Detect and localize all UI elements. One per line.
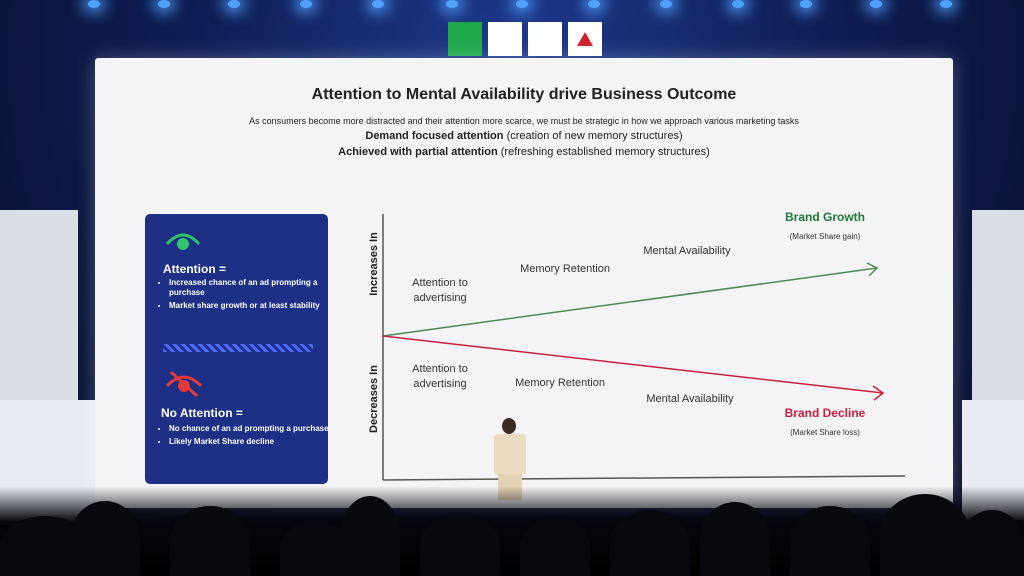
- down-step-memory: Memory Retention: [515, 377, 605, 389]
- up-step-memory: Memory Retention: [520, 263, 610, 275]
- audience-head: [880, 494, 970, 576]
- y-label-increases: Increases In: [368, 232, 380, 296]
- stage-light: [372, 0, 384, 8]
- stage-light: [588, 0, 600, 8]
- brand-decline-title: Brand Decline: [784, 406, 866, 420]
- kbank-logo: [448, 22, 482, 56]
- speaker-head: [502, 418, 516, 434]
- stage-light: [300, 0, 312, 8]
- no-attention-points: No chance of an ad prompting a purchase …: [155, 424, 328, 450]
- stage-light: [870, 0, 882, 8]
- slide-line-demand: Demand focused attention (creation of ne…: [95, 130, 953, 142]
- audience-head: [960, 510, 1024, 576]
- demand-rest: (creation of new memory structures): [506, 130, 683, 142]
- attention-points: Increased chance of an ad prompting a pu…: [155, 278, 328, 314]
- stage-light: [660, 0, 672, 8]
- diagram-lines: [382, 214, 906, 481]
- brand-growth: Brand Growth (Market Share gain): [765, 210, 885, 244]
- audience-head: [790, 506, 870, 576]
- eye-slash-icon: [165, 370, 203, 398]
- eye-icon: [165, 233, 201, 250]
- growth-arrowhead: [866, 262, 879, 277]
- x-axis-line: [382, 475, 906, 481]
- stage-light: [732, 0, 744, 8]
- audience-head: [520, 518, 590, 576]
- speaker-jacket: [494, 434, 526, 474]
- audience-head: [280, 521, 350, 576]
- central-pattana-logo: [488, 22, 522, 56]
- brand-growth-note: (Market Share gain): [789, 232, 861, 241]
- side-panel-right: [972, 210, 1024, 410]
- no-attention-title: No Attention =: [161, 406, 243, 420]
- stage-light: [940, 0, 952, 8]
- slide-line-achieved: Achieved with partial attention (refresh…: [95, 146, 953, 158]
- sponsor-logos: [448, 22, 602, 56]
- y-label-decreases: Decreases In: [368, 365, 380, 433]
- brand-decline-note: (Market Share loss): [790, 428, 860, 437]
- achieved-rest: (refreshing established memory structure…: [500, 146, 710, 158]
- achieved-bold: Achieved with partial attention: [338, 146, 498, 158]
- down-step-attention: Attention to advertising: [412, 363, 468, 390]
- audience-head: [170, 506, 250, 576]
- stage-light: [446, 0, 458, 8]
- audience-head: [420, 514, 500, 576]
- gc-logo: [528, 22, 562, 56]
- stage-light: [88, 0, 100, 8]
- presentation-screen: Attention to Mental Availability drive B…: [95, 58, 953, 508]
- audience-head: [340, 496, 400, 576]
- attention-point: Increased chance of an ad prompting a pu…: [169, 278, 328, 298]
- brand-growth-title: Brand Growth: [785, 210, 865, 224]
- slide-title: Attention to Mental Availability drive B…: [311, 86, 737, 103]
- up-step-mental: Mental Availability: [643, 245, 731, 257]
- no-attention-point: Likely Market Share decline: [169, 437, 328, 447]
- demand-bold: Demand focused attention: [365, 130, 504, 142]
- hatch-divider: [163, 344, 313, 352]
- stage-light: [158, 0, 170, 8]
- stage-light: [800, 0, 812, 8]
- up-step-attention: Attention to advertising: [412, 277, 468, 304]
- audience-head: [700, 502, 770, 576]
- side-panel-left: [0, 210, 78, 410]
- audience-head: [610, 510, 690, 576]
- stage-light: [228, 0, 240, 8]
- decline-arrowhead: [872, 385, 885, 401]
- down-step-mental: Mental Availability: [646, 393, 734, 405]
- growth-arrow: [382, 267, 878, 337]
- audience-crowd: [0, 486, 1024, 576]
- bafs-logo: [568, 22, 602, 56]
- audience-head: [70, 501, 140, 576]
- slide-intro: As consumers become more distracted and …: [249, 116, 799, 126]
- stage-light: [516, 0, 528, 8]
- outcome-diagram: Increases In Decreases In Attention to a…: [355, 208, 915, 488]
- attention-card: Attention = Increased chance of an ad pr…: [145, 214, 328, 484]
- attention-title: Attention =: [163, 262, 226, 276]
- no-attention-point: No chance of an ad prompting a purchase: [169, 424, 328, 434]
- decline-arrow: [382, 335, 884, 394]
- bafs-triangle-icon: [577, 32, 593, 46]
- brand-decline: Brand Decline (Market Share loss): [765, 406, 885, 440]
- attention-point: Market share growth or at least stabilit…: [169, 301, 328, 311]
